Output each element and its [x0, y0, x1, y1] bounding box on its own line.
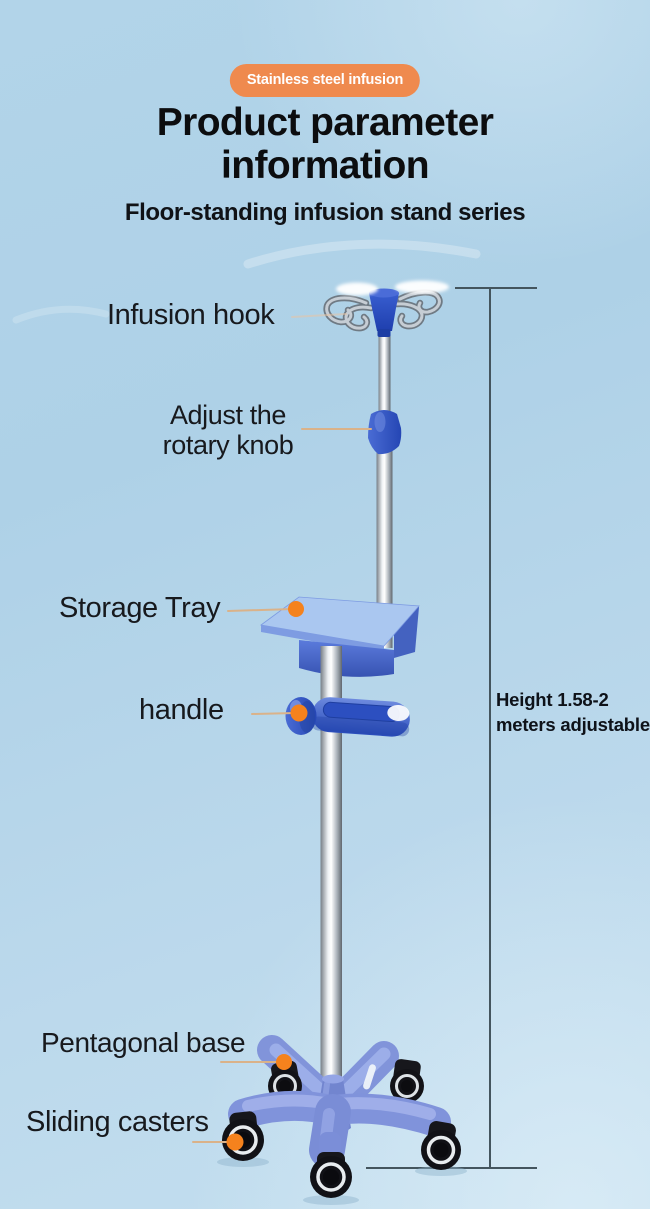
pointer-line-handle: [251, 712, 296, 715]
callout-sliding-casters: Sliding casters: [26, 1106, 209, 1138]
callout-rotary-knob: Adjust the rotary knob: [143, 400, 313, 460]
lower-pole: [320, 646, 342, 1092]
height-adjustable-note: Height 1.58-2 meters adjustable: [496, 687, 650, 737]
hook-metal: [323, 289, 443, 332]
pointer-dot: [288, 601, 304, 617]
callout-handle: handle: [139, 694, 224, 726]
hook-glare: [336, 280, 449, 296]
pointer-dot: [276, 1054, 292, 1070]
pointer-line-storage-tray: [227, 608, 294, 612]
category-badge: Stainless steel infusion: [229, 64, 421, 97]
page-subtitle: Floor-standing infusion stand series: [124, 199, 526, 226]
handle-part: [285, 697, 410, 737]
pointer-line-infusion-hook: [291, 313, 347, 318]
height-note-line1: Height 1.58-2: [496, 689, 609, 710]
caster-wheel: [390, 1059, 424, 1103]
leg-highlight-streak: [363, 1064, 376, 1090]
pointer-dot: [290, 704, 308, 722]
page-title: Product parameter information: [156, 101, 494, 187]
callout-infusion-hook: Infusion hook: [107, 299, 275, 331]
callout-rotary-knob-line2: rotary knob: [162, 430, 294, 460]
callout-rotary-knob-line1: Adjust the: [169, 400, 287, 430]
infusion-hook-part: [323, 280, 449, 337]
callout-storage-tray: Storage Tray: [59, 592, 221, 624]
pointer-dots: [226, 601, 308, 1151]
hook-cap: [369, 290, 399, 331]
callout-pentagonal-base: Pentagonal base: [41, 1027, 246, 1058]
pentagonal-base-part: [217, 1035, 467, 1205]
background-swoosh: [12, 239, 481, 324]
height-measure-bracket: [366, 287, 537, 1169]
rotary-knob-part: [368, 410, 402, 455]
caster-wheel: [310, 1132, 352, 1198]
upper-pole: [376, 322, 393, 648]
pointer-dot: [226, 1133, 244, 1151]
caster-wheel: [421, 1121, 461, 1170]
height-note-line2: meters adjustable: [496, 714, 650, 735]
callout-pointers: [192, 313, 372, 1151]
